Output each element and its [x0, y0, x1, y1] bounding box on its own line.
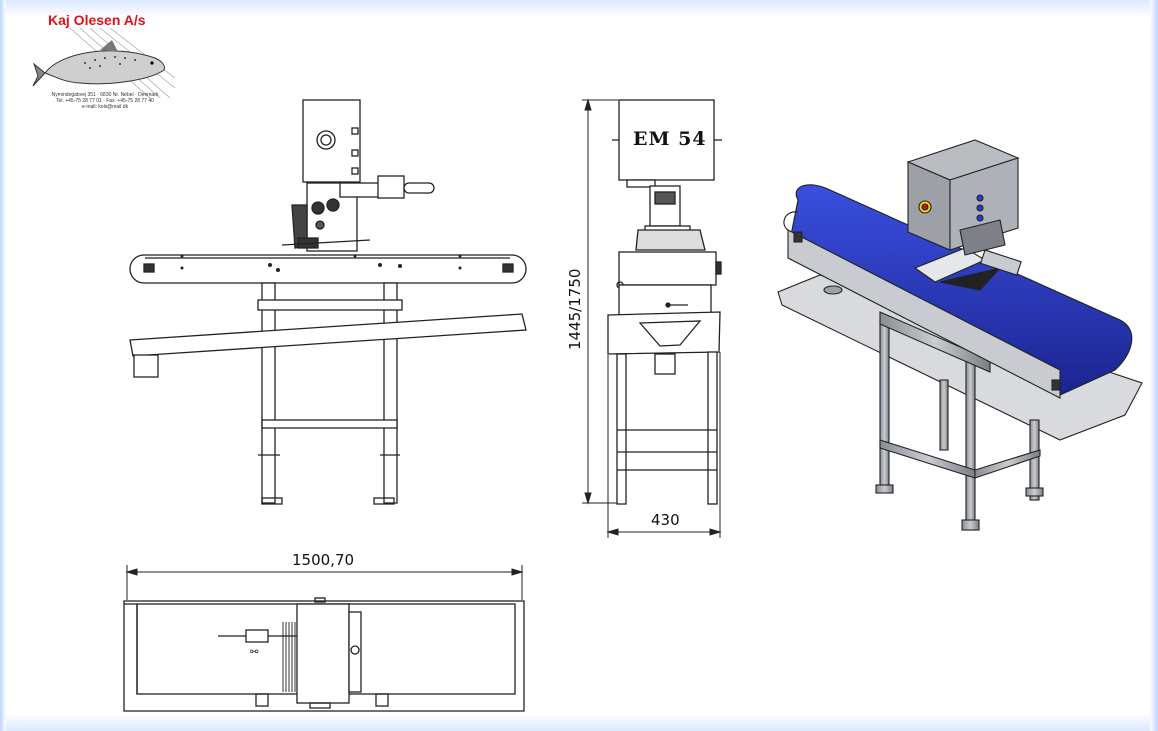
- company-logo: Kaj Olesen A/s Nymindegabvej 351 · 6830 …: [30, 8, 180, 120]
- company-phone-fax: Tel. +45-75 28 77 01 · Fax. +45-75 28 77…: [56, 98, 154, 104]
- dimension-lines: [125, 98, 722, 600]
- dimension-height: 1445/1750: [566, 268, 584, 350]
- dimension-width: 1500,70: [292, 551, 355, 569]
- svg-text:⚯: ⚯: [250, 647, 259, 658]
- machine-model-label: EM 54: [633, 128, 707, 150]
- dimension-depth: 430: [651, 511, 680, 529]
- salmon-fish-icon: [32, 28, 176, 99]
- side-view: [607, 99, 722, 505]
- front-view: [129, 99, 527, 505]
- company-email: e-mail: kols@mail.dk: [81, 104, 129, 110]
- page-frame-right: [1150, 0, 1158, 731]
- company-name: Kaj Olesen A/s: [48, 12, 146, 28]
- page-frame-left: [0, 0, 6, 731]
- top-view: ⚯: [123, 597, 525, 712]
- company-address-block: Nymindegabvej 351 · 6830 Nr. Nebel · Den…: [30, 92, 180, 110]
- company-address: Nymindegabvej 351 · 6830 Nr. Nebel · Den…: [51, 92, 159, 98]
- isometric-view: [777, 139, 1143, 531]
